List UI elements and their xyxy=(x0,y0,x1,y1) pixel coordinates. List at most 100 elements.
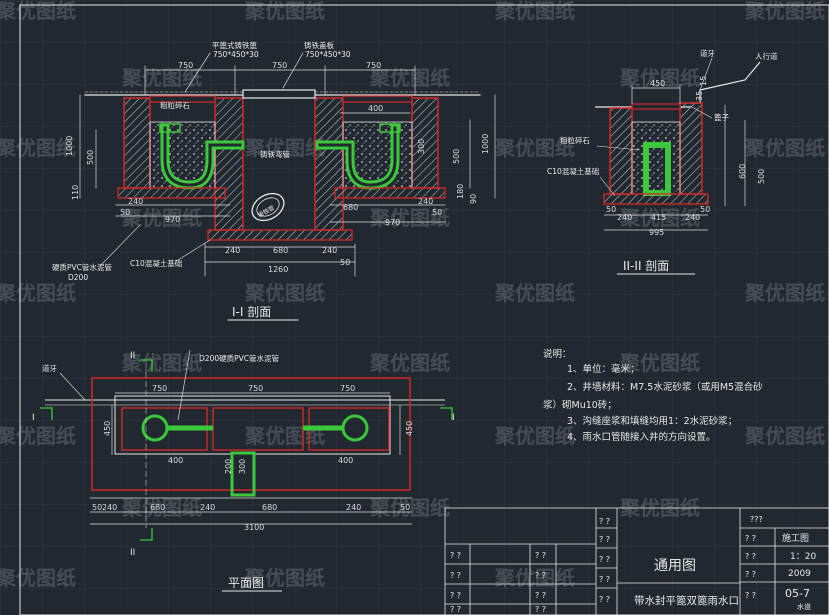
section-2-leaders xyxy=(596,57,713,197)
svg-text:聚优图纸: 聚优图纸 xyxy=(0,281,76,305)
section-2-left-wall xyxy=(609,107,633,195)
label-pvc-diameter: D200 xyxy=(68,273,88,282)
dim-50-a: 50 xyxy=(120,208,130,217)
placeholder: ? ? xyxy=(450,571,461,580)
section-2-dim-lines xyxy=(604,84,746,231)
note-2-continued: 浆）砌Mu10砖； xyxy=(543,399,617,411)
label-grate-a-size: 750*450*30 xyxy=(213,50,259,59)
center-right-wall xyxy=(314,97,344,231)
dim-1000-right: 1000 xyxy=(481,134,490,154)
dim-750-a: 750 xyxy=(152,384,167,393)
left-inlet xyxy=(159,123,181,133)
dim-240-a: 240 xyxy=(102,503,117,512)
placeholder: ? ? xyxy=(450,591,461,600)
dim-180: 180 xyxy=(456,184,465,199)
svg-text:聚优图纸: 聚优图纸 xyxy=(619,351,700,375)
section-2: 450 35 15 600 500 50 240 415 240 50 995 … xyxy=(547,48,778,275)
dim-680-a: 680 xyxy=(150,503,165,512)
dim-240-c: 240 xyxy=(225,246,240,255)
dim-750-b: 750 xyxy=(248,384,263,393)
svg-text:聚优图纸: 聚优图纸 xyxy=(744,424,825,448)
left-grate xyxy=(149,95,216,103)
svg-text:聚优图纸: 聚优图纸 xyxy=(0,136,76,160)
drawing-discipline: 水道 xyxy=(797,602,811,611)
svg-text:聚优图纸: 聚优图纸 xyxy=(494,424,575,448)
plan-labels: 道牙 D200硬质PVC管水泥管 xyxy=(42,353,279,373)
note-1: 1、单位：毫米； xyxy=(567,363,640,375)
dim-1000-left: 1000 xyxy=(65,136,74,156)
center-base xyxy=(207,229,353,241)
dim-50-b: 50 xyxy=(400,503,410,512)
right-inlet xyxy=(379,123,401,133)
plan-curb-leader xyxy=(59,372,86,401)
svg-text:聚优图纸: 聚优图纸 xyxy=(744,281,825,305)
marker-ii-top: II xyxy=(130,351,135,361)
section-2-gravel xyxy=(631,121,681,195)
svg-text:聚优图纸: 聚优图纸 xyxy=(744,136,825,160)
section-2-trap xyxy=(643,142,671,196)
note-4: 4、雨水口管随接入井的方向设置。 xyxy=(567,431,716,443)
plan-view: II II I I 750 750 750 450 450 400 400 20… xyxy=(32,349,455,592)
drawing-name: 带水封平篦双篦雨水口 xyxy=(634,594,739,607)
placeholder: ? ? xyxy=(599,517,610,526)
right-grate xyxy=(342,95,413,103)
plan-outlet-pipe xyxy=(230,451,256,497)
svg-text:聚优图纸: 聚优图纸 xyxy=(494,136,575,160)
placeholder: ??? xyxy=(750,515,763,524)
section-1-dim-lines xyxy=(79,52,496,277)
dim-500-left: 500 xyxy=(86,150,95,165)
title-block-placeholders: ??? ? ? ? ? ? ? ? ? ? ? ? ? ? ? ? ? ? ? … xyxy=(450,515,763,614)
section-2-labels: 道牙 人行道 篦子 粗粒碎石 C10混凝土基础 xyxy=(547,48,778,176)
label-plan-pvc: D200硬质PVC管水泥管 xyxy=(199,353,279,363)
placeholder: ? ? xyxy=(535,571,546,580)
label-grate-a: 平篦式铸铁篦 xyxy=(212,40,257,50)
dim-200: 200 xyxy=(224,459,233,474)
plan-marker-labels: II II I I xyxy=(32,351,455,558)
dim-680-b: 680 xyxy=(262,503,277,512)
dim-995: 995 xyxy=(649,228,664,237)
svg-text:聚优图纸: 聚优图纸 xyxy=(244,566,325,590)
label-base: C10混凝土基础 xyxy=(130,258,182,268)
svg-text:聚优图纸: 聚优图纸 xyxy=(0,0,76,23)
plan-dim-lines xyxy=(90,349,412,525)
placeholder: ? ? xyxy=(535,551,546,560)
placeholder: ? ? xyxy=(450,551,461,560)
dim-970-right: 970 xyxy=(385,218,400,227)
dim-300: 300 xyxy=(238,459,247,474)
right-base xyxy=(334,187,446,199)
dim-415: 415 xyxy=(651,213,666,222)
dim-90: 90 xyxy=(469,194,478,204)
dim-750-mid: 750 xyxy=(272,61,287,70)
svg-text:聚优图纸: 聚优图纸 xyxy=(121,206,202,230)
center-left-wall xyxy=(214,97,244,231)
outlet-pipe xyxy=(251,192,285,222)
dim-500: 500 xyxy=(757,169,766,184)
svg-text:聚优图纸: 聚优图纸 xyxy=(244,0,325,23)
svg-text:聚优图纸: 聚优图纸 xyxy=(494,0,575,23)
label-cast-pipe: 铸铁弯管 xyxy=(260,149,290,159)
dim-750-right: 750 xyxy=(366,61,381,70)
dim-35: 35 xyxy=(695,91,704,101)
svg-text:聚优图纸: 聚优图纸 xyxy=(369,206,450,230)
dim-600: 600 xyxy=(738,164,747,179)
dim-50-c: 50 xyxy=(340,258,350,267)
note-3: 3、沟缝座浆和填缝均用1：2水泥砂浆； xyxy=(567,415,737,427)
svg-text:聚优图纸: 聚优图纸 xyxy=(619,206,700,230)
drawing-scale: 1：20 xyxy=(790,552,816,562)
left-trap-core xyxy=(163,126,242,187)
plan-title: 平面图 xyxy=(228,576,264,590)
dim-110: 110 xyxy=(71,185,80,200)
dim-240-b: 240 xyxy=(685,213,700,222)
dim-50-a: 50 xyxy=(606,205,616,214)
section-2-grate xyxy=(631,103,681,110)
marker-i-right: I xyxy=(452,413,455,423)
svg-text:聚优图纸: 聚优图纸 xyxy=(0,424,76,448)
svg-text:聚优图纸: 聚优图纸 xyxy=(369,496,450,520)
notes-heading: 说明： xyxy=(543,348,572,360)
dim-400-a: 400 xyxy=(168,456,183,465)
section-2-title: II-II 剖面 xyxy=(623,259,669,273)
section-1: 750 750 750 400 1000 500 110 1000 500 30… xyxy=(52,40,496,321)
placeholder: ? ? xyxy=(450,605,461,614)
placeholder: ? ? xyxy=(599,535,610,544)
